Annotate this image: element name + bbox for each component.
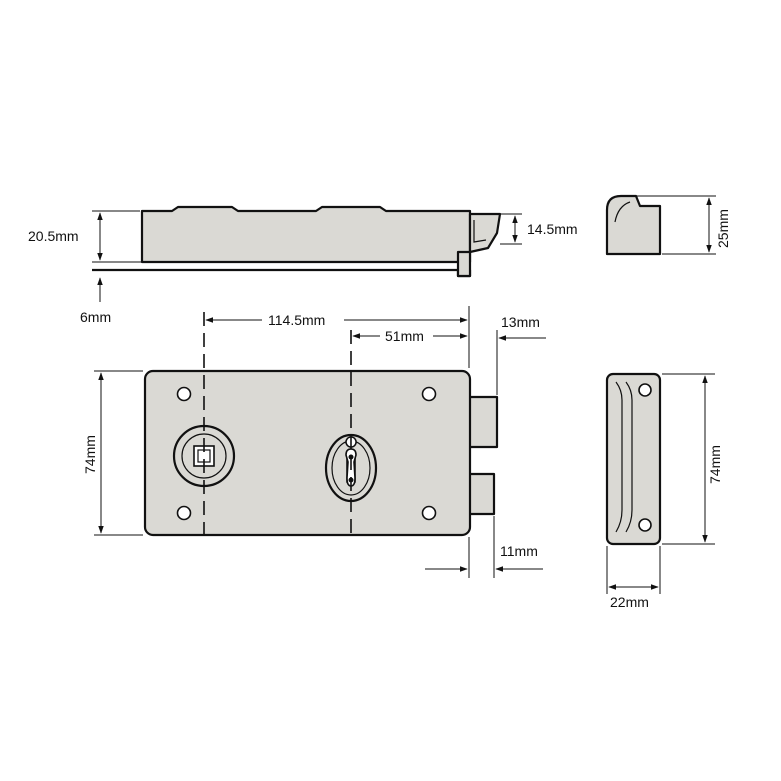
staple-side-curl (614, 201, 631, 223)
front-view (143, 369, 499, 537)
top-view-body (140, 205, 472, 264)
staple-hole-bottom (638, 518, 652, 532)
label-backset: 51mm (385, 328, 424, 344)
staple-front-view (605, 372, 662, 546)
label-center-distance: 114.5mm (268, 312, 325, 328)
top-view-bolt (468, 212, 502, 254)
front-latchbolt (467, 472, 496, 516)
label-staple-height: 25mm (715, 209, 731, 248)
screw-hole-top-right (421, 386, 437, 402)
label-bolt-projection: 13mm (501, 314, 540, 330)
label-body-height: 74mm (82, 435, 98, 474)
label-bolt-height: 14.5mm (527, 221, 578, 237)
staple-hole-top (638, 383, 652, 397)
dim-backset: 51mm (352, 328, 468, 344)
dim-staple-width: 22mm (606, 546, 661, 610)
front-case (143, 369, 472, 537)
front-deadbolt (467, 395, 499, 449)
staple-front-body (605, 372, 662, 546)
label-top-height: 20.5mm (28, 228, 79, 244)
dim-center-distance: 114.5mm (205, 306, 470, 368)
top-view-plate (92, 268, 472, 278)
screw-hole-bottom-right (421, 505, 437, 521)
top-view (92, 205, 502, 278)
dim-body-height: 74mm (82, 370, 143, 536)
screw-hole-bottom-left (176, 505, 192, 521)
dim-bolt-projection: 13mm (496, 314, 546, 395)
screw-hole-top-left (176, 386, 192, 402)
label-latch-projection: 11mm (500, 543, 538, 559)
dim-top-height: 20.5mm (28, 210, 140, 263)
follower-hub (172, 424, 236, 488)
dim-staple-body-height: 74mm (662, 373, 723, 545)
dim-plate-thickness: 6mm (80, 277, 111, 325)
label-staple-width: 22mm (610, 594, 649, 610)
staple-side-body (605, 194, 662, 256)
label-plate-thickness: 6mm (80, 309, 111, 325)
dim-bolt-height: 14.5mm (500, 213, 578, 245)
dim-latch-projection: 11mm (425, 516, 543, 578)
staple-side-view: 25mm (605, 194, 731, 256)
top-view-tab (456, 250, 472, 278)
top-view-bolt-curve (473, 220, 487, 243)
label-staple-body-height: 74mm (707, 445, 723, 484)
